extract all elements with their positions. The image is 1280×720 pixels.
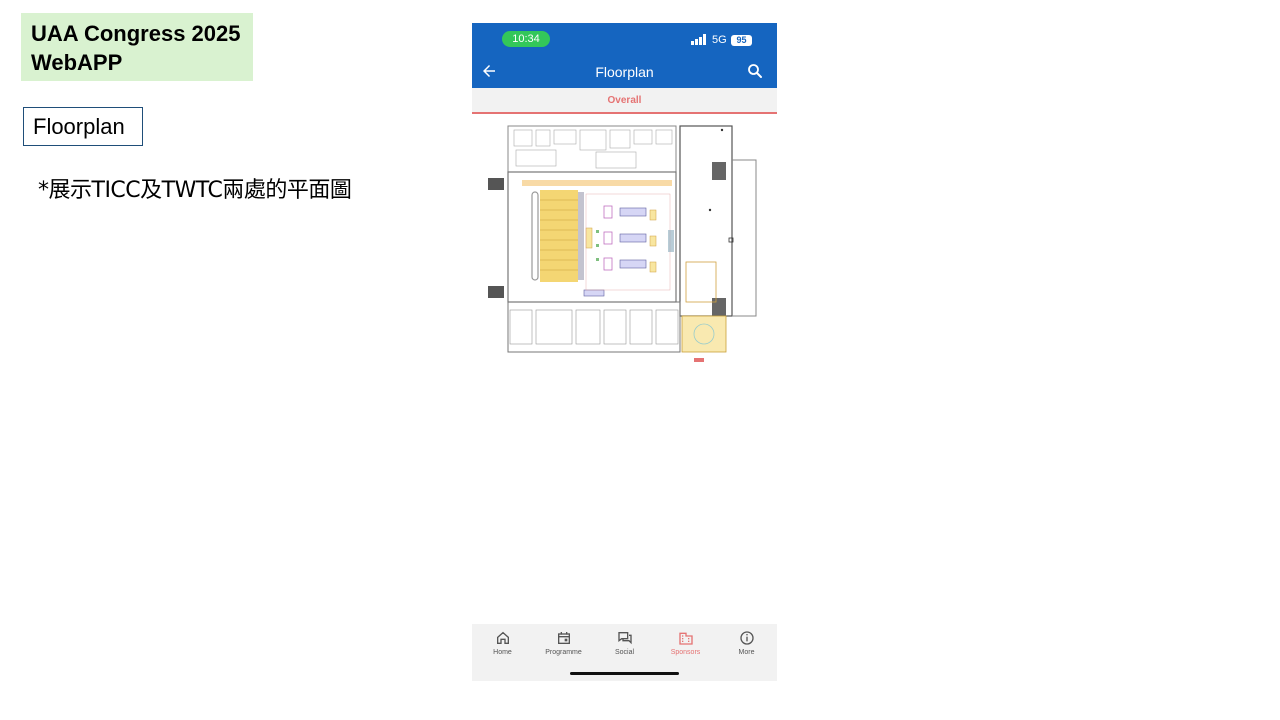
nav-programme-label: Programme xyxy=(545,649,582,656)
status-bar: 10:34 5G 95 xyxy=(472,23,777,56)
calendar-icon xyxy=(557,632,570,644)
building-icon xyxy=(678,632,693,645)
note-text: *展示TICC及TWTC兩處的平面圖 xyxy=(38,178,352,203)
title-line-1: UAA Congress 2025 xyxy=(31,21,241,46)
battery-level: 95 xyxy=(736,35,747,45)
nav-programme[interactable]: Programme xyxy=(533,630,594,657)
nav-home-label: Home xyxy=(493,649,512,656)
search-icon[interactable] xyxy=(746,62,764,80)
floorplan-map[interactable] xyxy=(486,120,762,368)
nav-sponsors[interactable]: Sponsors xyxy=(655,630,716,657)
title-box: UAA Congress 2025 WebAPP xyxy=(21,13,253,81)
title-line-2: WebAPP xyxy=(31,50,123,75)
nav-more-label: More xyxy=(738,649,755,656)
section-label: Floorplan xyxy=(23,107,143,146)
chat-icon xyxy=(617,632,632,645)
info-icon xyxy=(739,631,754,645)
nav-home[interactable]: Home xyxy=(472,630,533,657)
back-arrow-icon[interactable] xyxy=(480,62,498,80)
signal-icon xyxy=(691,34,708,45)
home-indicator xyxy=(570,672,679,675)
status-time: 10:34 xyxy=(502,31,550,47)
battery-icon: 95 xyxy=(731,35,752,46)
app-title: Floorplan xyxy=(595,64,654,80)
network-label: 5G xyxy=(712,34,727,46)
nav-more[interactable]: More xyxy=(716,630,777,657)
tab-label: Overall xyxy=(607,95,642,106)
home-icon xyxy=(496,631,509,644)
phone-screenshot: 10:34 5G 95 Floorplan Overall xyxy=(472,23,777,681)
nav-social[interactable]: Social xyxy=(594,630,655,657)
bottom-nav: Home Programme Social Sponsors xyxy=(472,624,777,681)
nav-social-label: Social xyxy=(614,649,635,656)
nav-sponsors-label: Sponsors xyxy=(670,649,701,656)
tab-overall[interactable]: Overall xyxy=(472,88,777,114)
app-bar: Floorplan xyxy=(472,56,777,88)
